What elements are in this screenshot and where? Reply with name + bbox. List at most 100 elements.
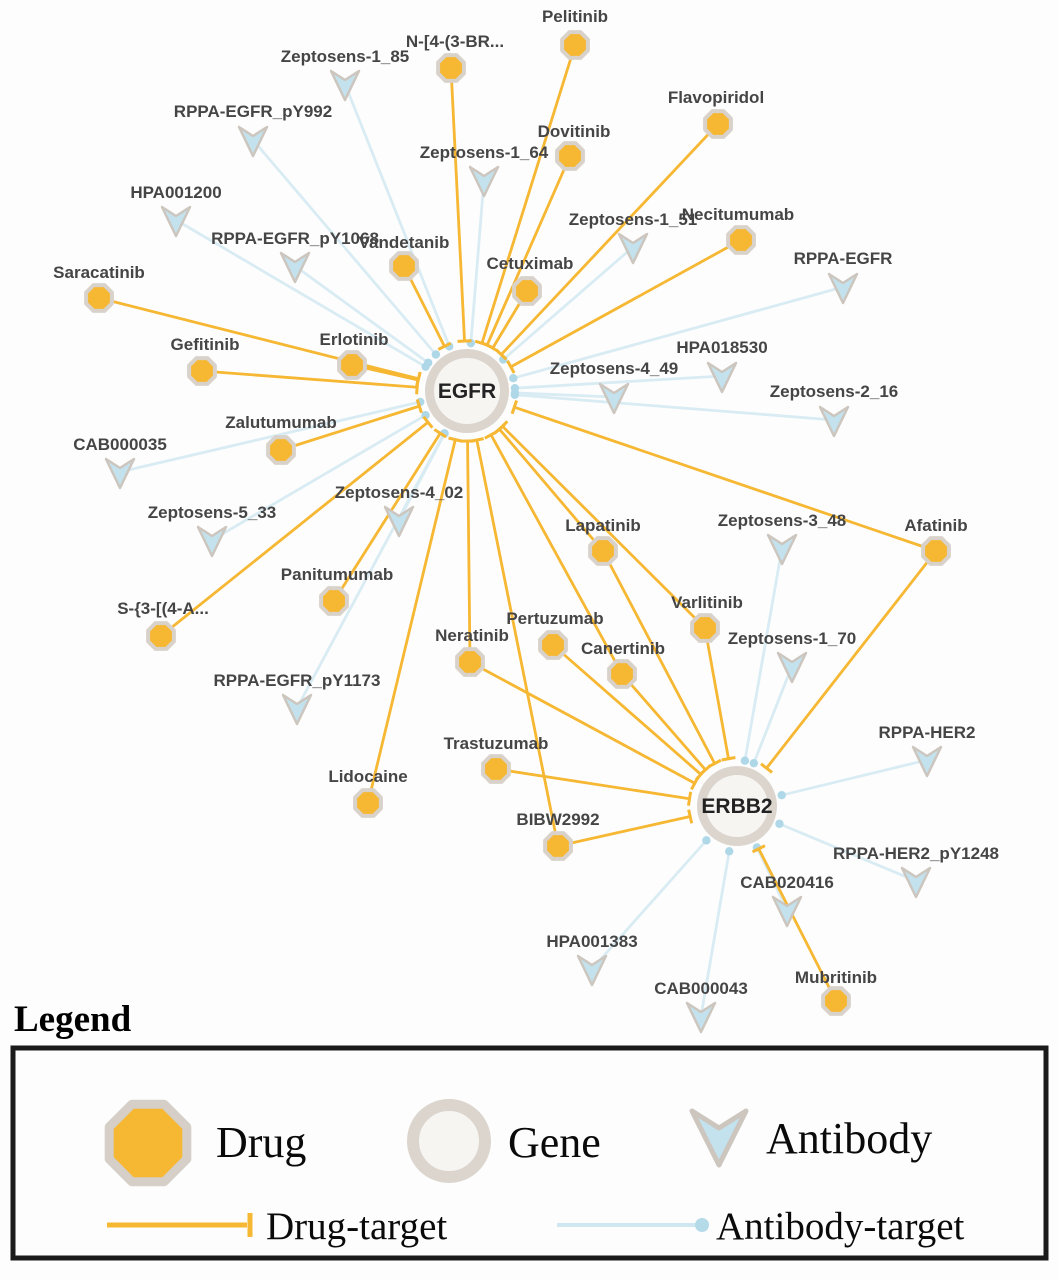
drug-target-edge[interactable] [489,434,624,675]
drug-target-edge[interactable] [513,405,937,553]
antibody-target-edge[interactable] [343,83,451,347]
drug-target-edge[interactable] [280,404,420,452]
antibody-target-edge[interactable] [502,245,634,361]
drug-edge-tee [415,398,423,414]
node-label-rppa-her2-py1248: RPPA-HER2_pY1248 [833,844,999,863]
antibody-target-edge[interactable] [294,264,429,364]
antibody-node-zeptosens-3-48[interactable] [766,533,798,566]
drug-edge-tee [687,791,693,806]
drug-target-edge[interactable] [703,627,730,760]
drug-target-edge[interactable] [500,123,720,356]
drug-node-lapatinib[interactable] [588,536,618,566]
antibody-node-zeptosens-4-02[interactable] [383,505,415,538]
drug-node-saracatinib[interactable] [84,283,114,313]
antibody-node-zeptosens-4-49[interactable] [598,382,630,415]
antibody-node-hpa018530[interactable] [706,361,738,394]
drug-target-edge[interactable] [552,643,702,776]
drug-node-neratinib[interactable] [455,647,485,677]
drug-node-pelitinib[interactable] [560,30,590,60]
drug-node-cetuximab[interactable] [512,276,542,306]
drug-node-flavopiridol[interactable] [703,109,733,139]
drug-node-n-4-3-br[interactable] [436,53,466,83]
drug-node-bibw2992[interactable] [543,831,573,861]
antibody-node-rppa-her2[interactable] [911,745,943,778]
antibody-node-rppa-egfr-py1068[interactable] [279,251,311,284]
drug-node-mubritinib[interactable] [821,986,851,1016]
drug-node-afatinib[interactable] [921,536,951,566]
drug-node-lidocaine[interactable] [353,788,383,818]
drug-target-edge[interactable] [495,767,690,801]
antibody-target-edge[interactable] [514,391,615,399]
gene-node-erbb2[interactable] [706,775,768,837]
drug-target-edge[interactable] [765,550,938,770]
gene-node-egfr[interactable] [434,358,500,424]
antibody-node-cab020416[interactable] [771,895,803,928]
antibody-target-edge[interactable] [781,758,928,797]
drug-target-edge[interactable] [510,238,742,369]
antibody-node-cab000035[interactable] [104,457,136,490]
antibody-node-rppa-egfr-py992[interactable] [237,125,269,158]
antibody-node-hpa001383[interactable] [576,954,608,987]
drug-target-edge[interactable] [557,815,691,848]
drug-target-edge[interactable] [757,848,838,1002]
antibody-target-edge[interactable] [743,547,784,761]
antibody-target-edge[interactable] [699,851,731,1017]
antibody-node-zeptosens-1-51[interactable] [617,232,649,265]
drug-target-edge[interactable] [501,425,706,629]
antibody-target-edge[interactable] [752,665,794,764]
drug-target-edge[interactable] [620,673,707,771]
antibody-target-edge[interactable] [251,139,437,356]
drug-edge-tee [457,339,472,343]
drug-edge-tee [484,430,498,440]
drug-node-gefitinib[interactable] [187,356,217,386]
drug-target-edge[interactable] [480,44,577,344]
drug-node-s-3-4-a[interactable] [146,621,176,651]
antibody-node-zeptosens-1-70[interactable] [776,651,808,684]
drug-node-dovitinib[interactable] [555,141,585,171]
drug-node-panitumumab[interactable] [319,586,349,616]
drug-node-varlitinib[interactable] [690,613,720,643]
drug-target-edge[interactable] [469,660,696,785]
legend-antibody-icon [689,1108,749,1168]
drug-target-edge[interactable] [449,67,466,342]
drug-target-edge[interactable] [201,369,418,389]
antibody-target-edge[interactable] [514,393,835,422]
antibody-target-edge[interactable] [778,822,917,883]
drug-node-trastuzumab[interactable] [481,754,511,784]
drug-node-zalutumumab[interactable] [266,435,296,465]
drug-node-pertuzumab[interactable] [538,630,568,660]
antibody-target-edge[interactable] [175,218,427,368]
drug-edge-tee [760,762,773,774]
antibody-node-zeptosens-5-33[interactable] [196,525,228,558]
antibody-target-edge[interactable] [512,285,844,380]
antibody-node-rppa-egfr[interactable] [827,272,859,305]
drug-node-vandetanib[interactable] [389,251,419,281]
drug-target-edge[interactable] [498,428,605,552]
drug-target-edge[interactable] [332,432,442,602]
antibody-node-rppa-egfr-py1173[interactable] [281,693,313,726]
drug-node-erlotinib[interactable] [337,350,367,380]
drug-target-edge[interactable] [466,440,472,663]
antibody-node-cab000043[interactable] [685,1001,717,1034]
antibody-node-zeptosens-1-85[interactable] [329,69,361,102]
antibody-edge-endpoint [702,836,711,845]
drug-node-necitumumab[interactable] [726,225,756,255]
node-label-cab020416: CAB020416 [740,873,834,892]
drug-node-canertinib[interactable] [607,659,637,689]
drug-target-edge[interactable] [366,439,457,804]
node-label-cab000043: CAB000043 [654,979,748,998]
antibody-target-edge[interactable] [469,179,486,344]
antibody-target-edge[interactable] [514,374,723,390]
antibody-node-hpa001200[interactable] [160,205,192,238]
drug-target-edge[interactable] [160,421,429,638]
antibody-target-edge[interactable] [211,414,427,542]
antibody-node-zeptosens-2-16[interactable] [818,405,850,438]
antibody-target-edge[interactable] [590,839,708,970]
drug-target-edge[interactable] [475,439,560,847]
drug-target-edge[interactable] [485,155,572,346]
antibody-node-zeptosens-1-64[interactable] [468,165,500,198]
antibody-target-edge[interactable] [295,432,446,709]
antibody-node-rppa-her2-py1248[interactable] [900,866,932,899]
antibody-target-edge[interactable] [119,400,421,474]
drug-target-edge[interactable] [601,550,716,765]
